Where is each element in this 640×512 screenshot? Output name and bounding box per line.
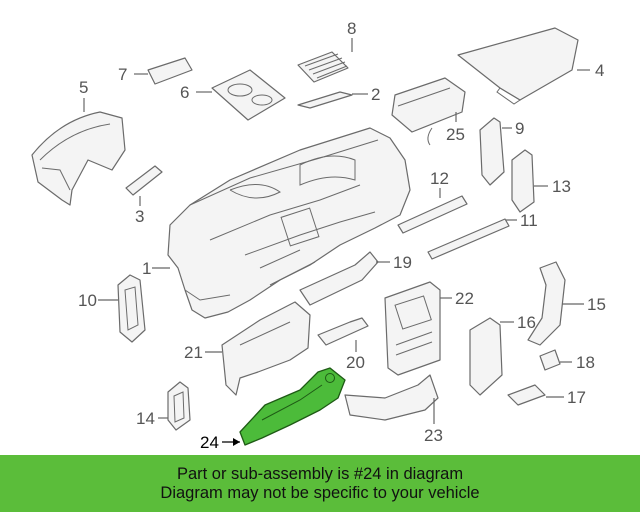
part-11-molding	[427, 218, 510, 260]
part-18-clip	[539, 349, 561, 371]
part-20-trim-piece	[317, 317, 369, 346]
callout-19: 19	[393, 253, 412, 272]
part-21-lower-panel	[221, 301, 311, 396]
part-4-top-cover	[457, 27, 579, 105]
callout-2: 2	[371, 85, 380, 104]
notice-banner: Part or sub-assembly is #24 in diagram D…	[0, 455, 640, 512]
part-23-knee-bolster	[344, 374, 439, 421]
callout-leaders	[83, 38, 590, 446]
part-10-left-end-panel	[117, 274, 146, 343]
callout-21: 21	[184, 343, 203, 362]
part-14-left-vent	[167, 381, 191, 431]
callout-25: 25	[446, 125, 465, 144]
callout-24-highlighted: 24	[200, 433, 219, 452]
callout-3: 3	[135, 207, 144, 226]
part-9-side-vent	[479, 117, 505, 186]
callout-17: 17	[567, 388, 586, 407]
callout-1: 1	[142, 259, 151, 278]
banner-line-2: Diagram may not be specific to your vehi…	[160, 483, 480, 502]
part-25-airbag-module	[391, 77, 466, 146]
callout-23: 23	[424, 426, 443, 445]
part-3-side-trim	[125, 165, 163, 196]
callout-12: 12	[430, 169, 449, 188]
part-16-console-trim	[469, 317, 503, 396]
part-6-center-vent	[211, 69, 286, 121]
callout-15: 15	[587, 295, 606, 314]
callout-16: 16	[517, 313, 536, 332]
callout-6: 6	[180, 83, 189, 102]
part-24-highlighted	[239, 367, 346, 446]
banner-line-1: Part or sub-assembly is #24 in diagram	[176, 464, 464, 483]
part-1-instrument-panel	[167, 127, 411, 319]
callout-10: 10	[78, 291, 97, 310]
part-15-right-bezel	[527, 261, 566, 346]
callout-13: 13	[552, 177, 571, 196]
callout-8: 8	[347, 19, 356, 38]
callout-11: 11	[520, 211, 538, 230]
callout-7: 7	[118, 65, 127, 84]
callout-5: 5	[79, 78, 88, 97]
callout-18: 18	[576, 353, 595, 372]
callout-9: 9	[515, 119, 524, 138]
part-7-trim-panel	[147, 57, 193, 85]
part-8-speaker-grille	[297, 51, 349, 83]
callout-20: 20	[346, 353, 365, 372]
part-22-center-bezel	[384, 281, 441, 376]
part-13-end-cap	[511, 149, 535, 213]
part-17-bracket	[507, 384, 546, 406]
part-12-trim-strip	[397, 195, 468, 234]
part-2-defrost-trim	[297, 91, 353, 109]
callout-22: 22	[455, 289, 474, 308]
exploded-parts-diagram: 5 7 6 8 2 4 25 9 13 12 11 3 1 19 10 22 1…	[31, 19, 606, 452]
callout-4: 4	[595, 61, 604, 80]
callout-14: 14	[136, 409, 155, 428]
part-5-cluster-hood	[31, 111, 126, 206]
